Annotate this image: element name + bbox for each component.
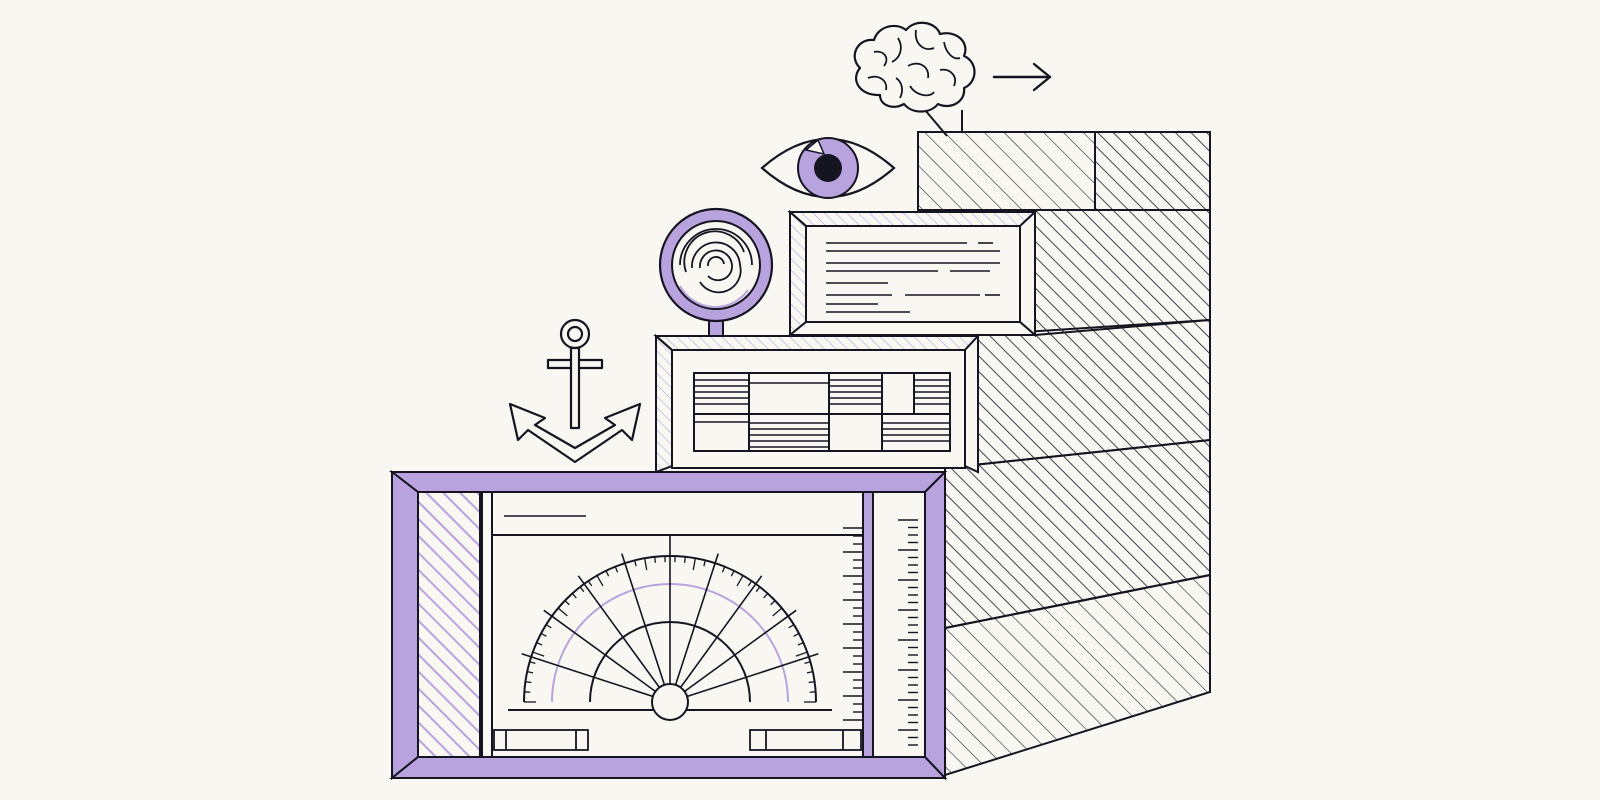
table-block xyxy=(653,333,981,474)
base-monitor xyxy=(389,469,948,781)
anchor-icon xyxy=(508,318,642,464)
arrow-right-icon xyxy=(992,62,1052,92)
eye-icon xyxy=(760,137,896,199)
ruler-scale xyxy=(843,519,918,746)
staircase-wall xyxy=(943,131,1211,777)
bottom-controls xyxy=(493,729,862,751)
protractor-gauge-icon xyxy=(508,534,832,721)
text-card-block xyxy=(787,209,1038,338)
top-block xyxy=(917,109,1096,211)
magnifier-icon xyxy=(658,207,774,337)
text-lines xyxy=(826,242,1000,313)
brain-icon xyxy=(853,21,976,113)
